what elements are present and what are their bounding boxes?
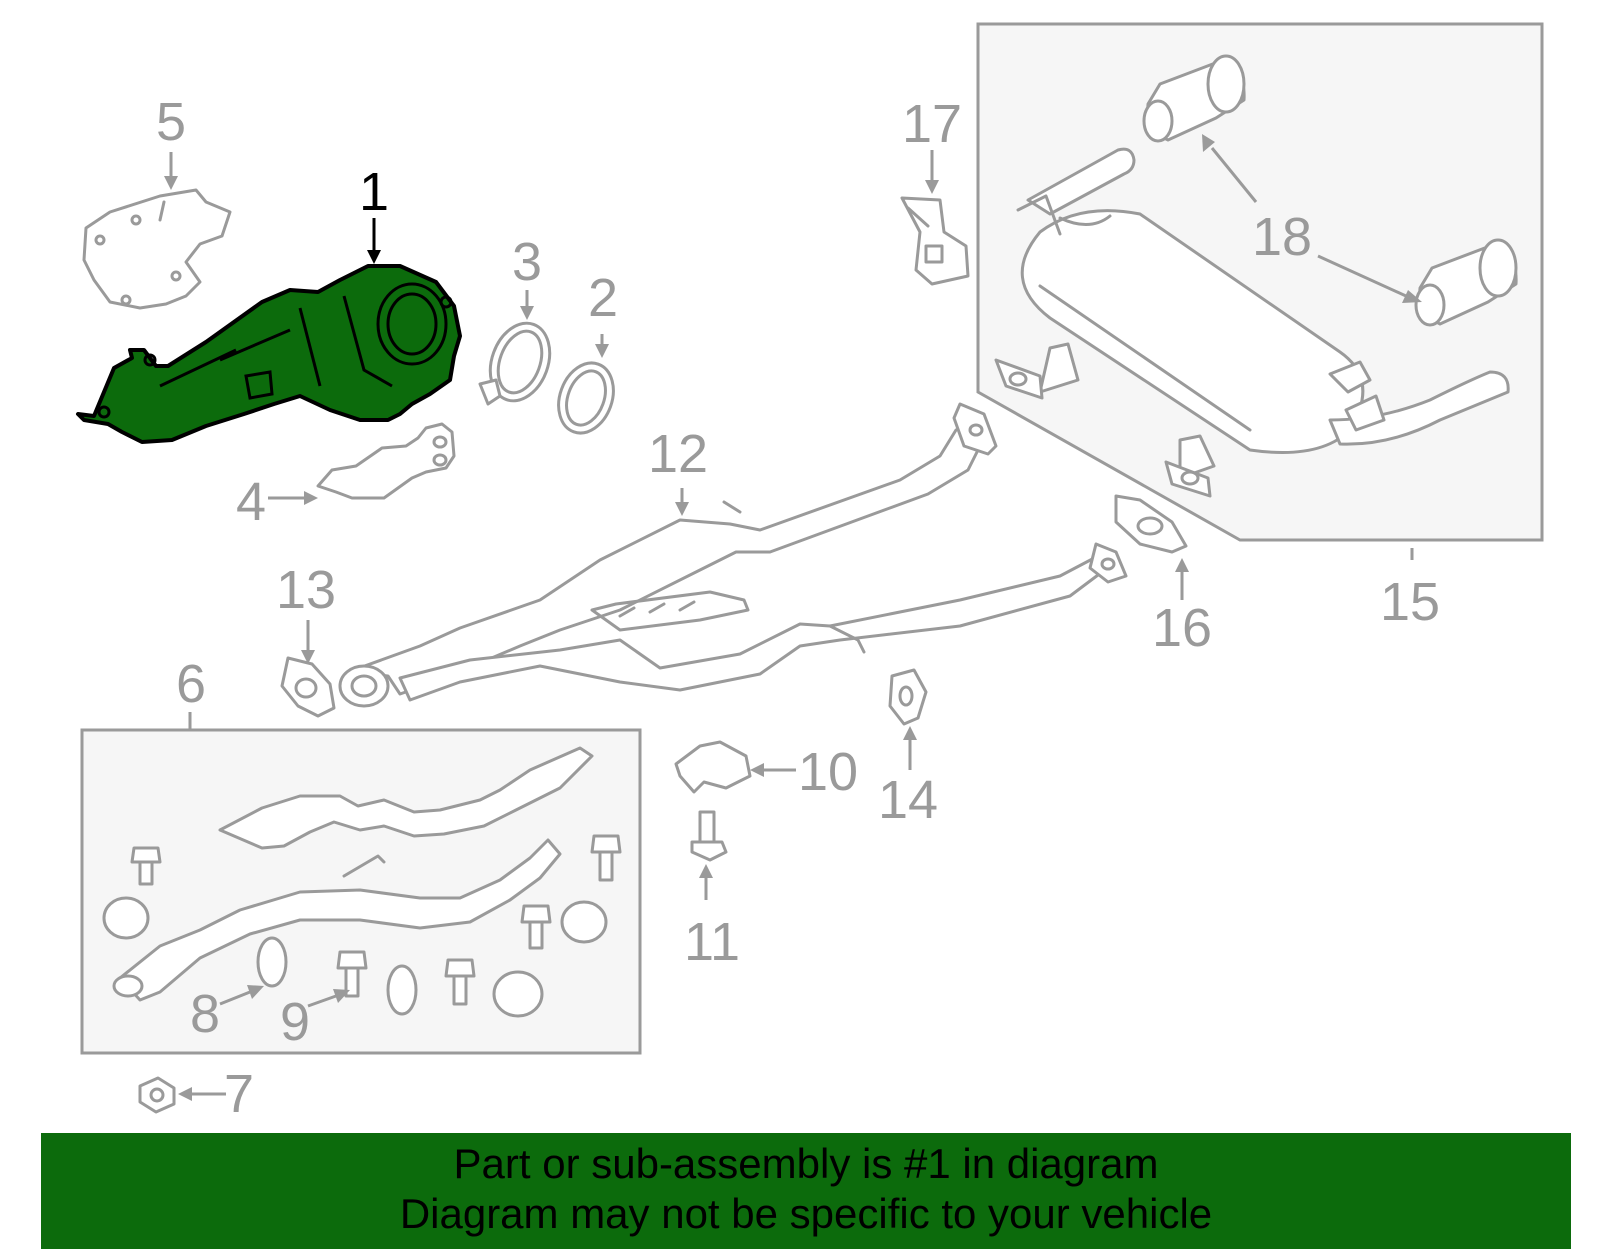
clamp-3 bbox=[478, 321, 552, 406]
banner-line-1: Part or sub-assembly is #1 in diagram bbox=[453, 1140, 1159, 1187]
bolt-kit-5 bbox=[444, 958, 476, 1006]
callout-12: 12 bbox=[648, 424, 708, 484]
gasket-2 bbox=[557, 361, 615, 435]
bracket-10 bbox=[674, 740, 752, 794]
callout-2: 2 bbox=[588, 268, 618, 328]
callout-11: 11 bbox=[684, 912, 740, 972]
tailpipe-tip-lower bbox=[1414, 238, 1518, 327]
bolt-kit-2 bbox=[590, 834, 622, 882]
clamp-kit-5 bbox=[386, 964, 418, 1016]
clamp-kit-3 bbox=[492, 970, 544, 1018]
callout-15: 15 bbox=[1380, 572, 1440, 632]
callout-1[interactable]: 1 bbox=[359, 162, 389, 222]
heat-shield-5 bbox=[82, 188, 232, 310]
muffler bbox=[994, 147, 1510, 498]
clamp-kit-4 bbox=[256, 936, 288, 988]
leader-lines bbox=[164, 134, 1422, 1101]
callout-8: 8 bbox=[190, 984, 220, 1044]
clamp-kit-1 bbox=[102, 896, 150, 940]
callout-16: 16 bbox=[1152, 598, 1212, 658]
callout-7: 7 bbox=[224, 1064, 254, 1124]
callout-6: 6 bbox=[176, 654, 206, 714]
tailpipe-tip-upper bbox=[1142, 54, 1246, 143]
callout-14: 14 bbox=[878, 770, 938, 830]
catalytic-converter-1[interactable] bbox=[76, 264, 462, 444]
callout-labels: 5 1 3 2 4 17 18 12 13 16 15 6 10 14 11 8… bbox=[156, 92, 1440, 1124]
front-pipe-kit-group bbox=[80, 728, 642, 1055]
center-pipe-12 bbox=[338, 402, 1128, 708]
info-banner: Part or sub-assembly is #1 in diagram Di… bbox=[41, 1133, 1571, 1249]
callout-10: 10 bbox=[798, 742, 858, 802]
bolt-kit-3 bbox=[520, 904, 552, 950]
clamp-kit-2 bbox=[560, 900, 608, 944]
callout-13: 13 bbox=[276, 560, 336, 620]
callout-3: 3 bbox=[512, 232, 542, 292]
heat-shield-4 bbox=[316, 422, 456, 500]
muffler-assembly-group bbox=[976, 22, 1544, 542]
callout-9: 9 bbox=[280, 992, 310, 1052]
banner-line-2: Diagram may not be specific to your vehi… bbox=[399, 1190, 1213, 1237]
callout-4: 4 bbox=[236, 472, 266, 532]
bolt-kit-4 bbox=[336, 950, 368, 998]
bolt-kit-1 bbox=[130, 846, 162, 886]
callout-17: 17 bbox=[902, 94, 962, 154]
gasket-13 bbox=[280, 656, 336, 718]
insulator-14 bbox=[888, 668, 928, 726]
nut-7 bbox=[138, 1076, 176, 1114]
hanger-bracket-17 bbox=[900, 196, 970, 286]
bolt-11 bbox=[690, 810, 728, 862]
callout-18: 18 bbox=[1252, 207, 1312, 267]
gasket-16 bbox=[1114, 494, 1188, 554]
callout-5: 5 bbox=[156, 92, 186, 152]
